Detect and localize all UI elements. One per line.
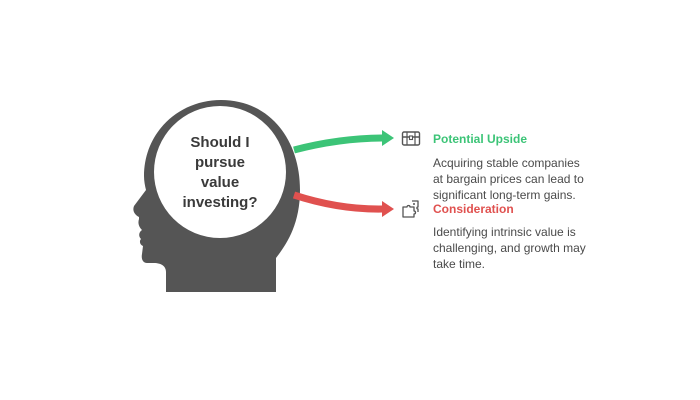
consideration-arrow xyxy=(292,191,385,213)
upside-arrowhead xyxy=(382,130,394,146)
central-question: Should I pursue value investing? xyxy=(168,133,272,213)
description-line: take time. xyxy=(433,257,486,271)
question-line: investing? xyxy=(182,194,258,211)
upside-arrow xyxy=(293,134,385,154)
description-line: Identifying intrinsic value is xyxy=(433,225,576,239)
description-line: at bargain prices can lead to xyxy=(433,172,584,186)
question-line: Should I xyxy=(190,134,250,151)
option-title-upside: Potential Upside xyxy=(433,132,528,146)
description-line: significant long-term gains. xyxy=(433,188,576,202)
treasure-chest-icon xyxy=(400,127,422,149)
option-description-upside: Acquiring stable companies at bargain pr… xyxy=(433,155,623,203)
question-line: value xyxy=(200,174,240,191)
description-line: Acquiring stable companies xyxy=(433,156,580,170)
description-line: challenging, and growth may xyxy=(433,241,586,255)
thought-circle xyxy=(154,106,286,238)
puzzle-piece-icon xyxy=(400,198,422,220)
option-description-consideration: Identifying intrinsic value is challengi… xyxy=(433,224,623,272)
question-line: pursue xyxy=(194,154,245,171)
consideration-arrowhead xyxy=(382,201,394,217)
option-title-consideration: Consideration xyxy=(433,202,514,216)
